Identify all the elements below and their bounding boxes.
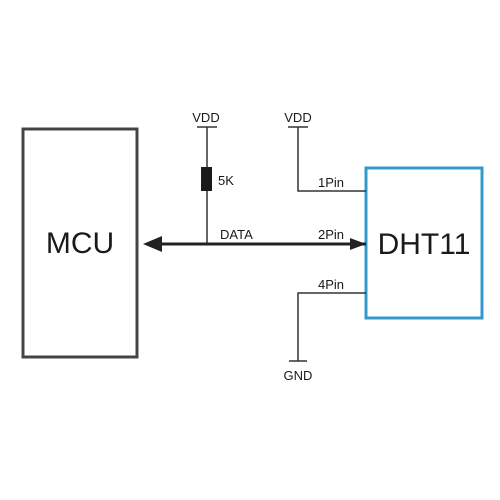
gnd-net: 4Pin GND — [284, 277, 366, 383]
data-arrow-left — [143, 236, 162, 252]
pin1-label: 1Pin — [318, 175, 344, 190]
pin4-label: 4Pin — [318, 277, 344, 292]
resistor-label: 5K — [218, 173, 234, 188]
vdd-sensor-net: VDD 1Pin — [284, 110, 366, 192]
vdd-resistor-net: VDD — [192, 110, 220, 167]
vdd-resistor-label: VDD — [192, 110, 219, 125]
mcu-block: MCU — [21, 127, 139, 359]
mcu-label: MCU — [46, 227, 114, 260]
pin1-wire — [297, 127, 366, 192]
pullup-resistor: 5K — [201, 167, 234, 244]
mcu-box — [21, 127, 139, 359]
pin2-label: 2Pin — [318, 227, 344, 242]
pin4-wire — [297, 292, 366, 361]
resistor-body — [201, 167, 212, 191]
dht11-label: DHT11 — [378, 228, 471, 261]
vdd-sensor-label: VDD — [284, 110, 311, 125]
data-arrow-right — [350, 238, 366, 250]
dht11-block: DHT11 — [364, 166, 484, 320]
gnd-label: GND — [284, 368, 313, 383]
data-label: DATA — [220, 227, 253, 242]
data-net: DATA 2Pin — [143, 227, 366, 252]
